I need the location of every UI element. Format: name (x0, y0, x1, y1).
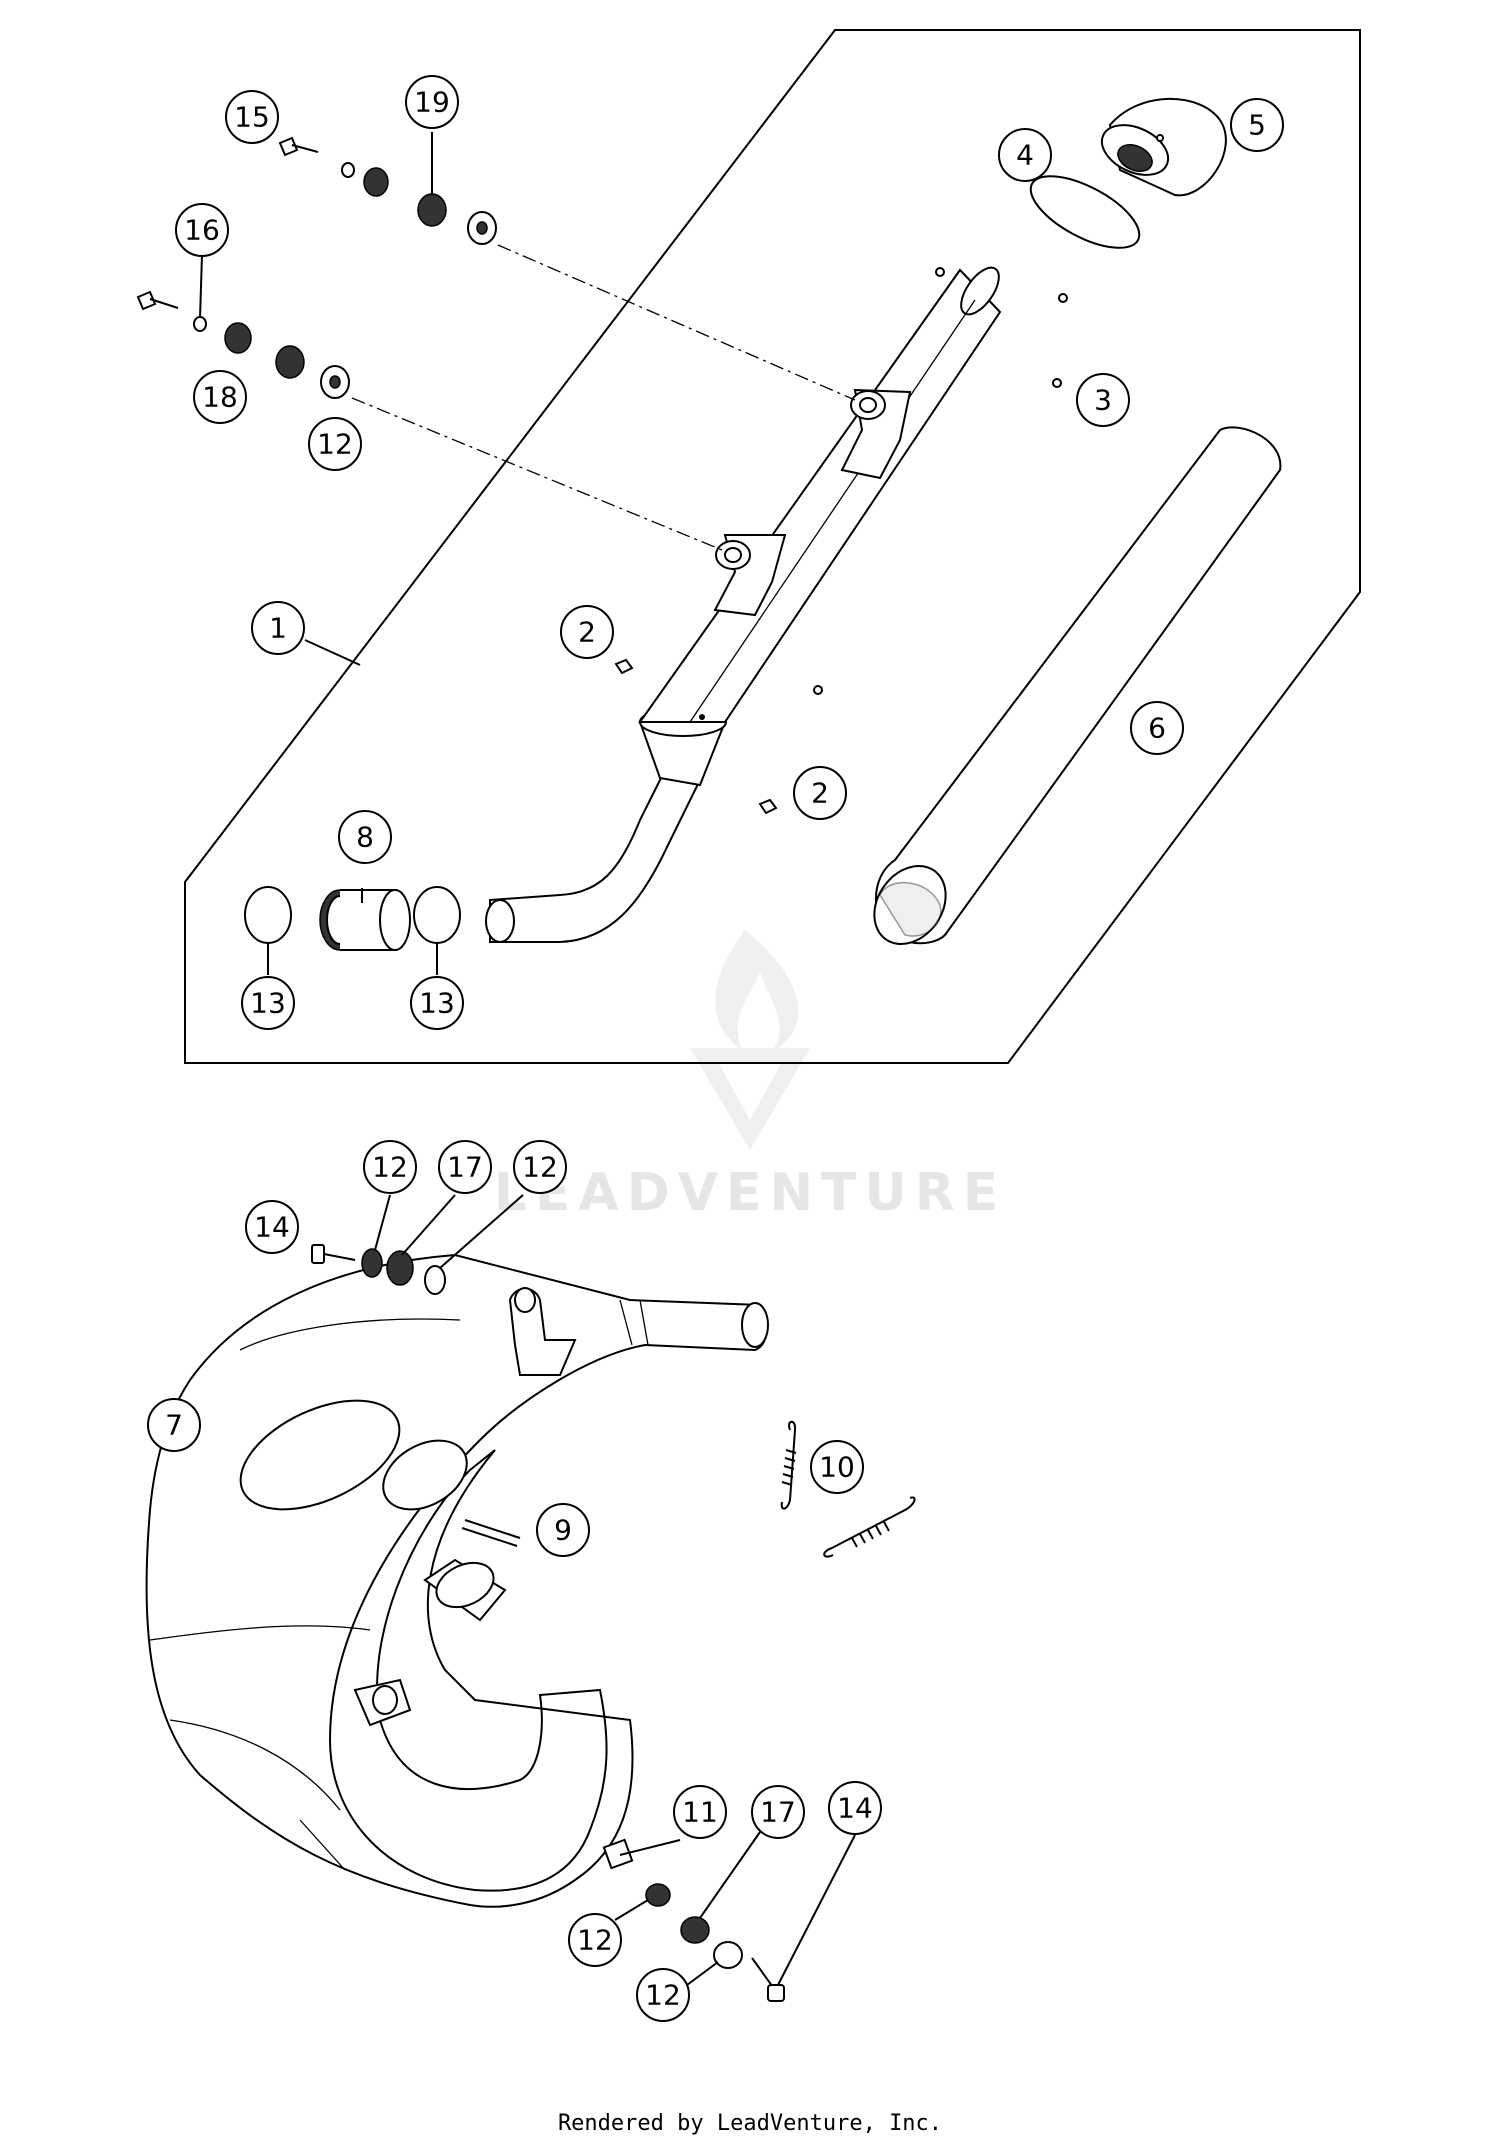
leader-lines (199, 132, 856, 1986)
svg-text:11: 11 (682, 1796, 718, 1829)
svg-text:12: 12 (317, 428, 353, 461)
washer-part-12-b (424, 1265, 446, 1295)
washer-part-16 (193, 316, 207, 332)
screw-part-2 (614, 658, 778, 815)
washer-part-12-c (645, 1883, 671, 1907)
svg-text:17: 17 (447, 1151, 483, 1184)
svg-text:9: 9 (554, 1514, 572, 1547)
callout-12-mid-b: 12 (513, 1140, 567, 1194)
grommet-part-17-top (386, 1250, 414, 1286)
grommet-part-18 (224, 322, 252, 354)
svg-text:18: 18 (202, 381, 238, 414)
alignment-line-upper (497, 244, 856, 401)
callout-14-top: 14 (245, 1200, 299, 1254)
expansion-chamber-part-7 (145, 1253, 769, 1908)
grommet-part-19 (417, 193, 447, 227)
callout-13-right: 13 (410, 976, 464, 1030)
bolt-part-15 (278, 136, 319, 157)
callout-11: 11 (673, 1785, 727, 1839)
callout-2-lower: 2 (793, 766, 847, 820)
callout-12-bottom-a: 12 (568, 1913, 622, 1967)
svg-text:1: 1 (269, 612, 287, 645)
end-cap-part-5 (1100, 97, 1227, 197)
svg-text:5: 5 (1248, 109, 1266, 142)
svg-text:2: 2 (811, 777, 829, 810)
footer-credit: Rendered by LeadVenture, Inc. (558, 2111, 942, 2136)
callout-3: 3 (1076, 373, 1130, 427)
callout-4: 4 (998, 128, 1052, 182)
callout-1: 1 (251, 601, 305, 655)
callout-7: 7 (147, 1398, 201, 1452)
silencer-assembly (485, 266, 1068, 943)
svg-text:4: 4 (1016, 139, 1034, 172)
o-ring-part-4 (1029, 175, 1141, 249)
spring-part-9 (461, 1519, 521, 1547)
connector-sleeve-part-8 (319, 889, 411, 951)
svg-text:12: 12 (577, 1924, 613, 1957)
callout-2-upper: 2 (560, 605, 614, 659)
callout-8: 8 (338, 810, 392, 864)
callout-14-bottom: 14 (828, 1781, 882, 1835)
callout-19: 19 (405, 75, 459, 129)
alignment-line-lower (351, 397, 723, 551)
svg-text:8: 8 (356, 821, 374, 854)
callout-17-top: 17 (438, 1140, 492, 1194)
callout-12-mid-a: 12 (363, 1140, 417, 1194)
callout-17-bottom: 17 (751, 1785, 805, 1839)
svg-text:12: 12 (372, 1151, 408, 1184)
spring-part-10-b (823, 1496, 916, 1558)
watermark-text: LEADVENTURE (494, 1163, 1007, 1223)
svg-text:7: 7 (165, 1409, 183, 1442)
seal-ring-part-13-left (244, 886, 292, 944)
callout-5: 5 (1230, 98, 1284, 152)
grommet-part-18b (275, 345, 305, 379)
seal-ring-part-13-right (413, 886, 461, 944)
svg-text:10: 10 (819, 1451, 855, 1484)
svg-text:14: 14 (837, 1792, 873, 1825)
washer-part-12-a (361, 1248, 383, 1278)
bolt-part-14-bottom (751, 1957, 785, 2002)
svg-text:16: 16 (184, 214, 220, 247)
assembly-outline (184, 29, 1361, 1064)
nut-part-11 (602, 1838, 634, 1870)
callout-16: 16 (175, 203, 229, 257)
svg-text:3: 3 (1094, 384, 1112, 417)
callout-6: 6 (1130, 701, 1184, 755)
callout-15: 15 (225, 90, 279, 144)
callout-12-top: 12 (308, 417, 362, 471)
svg-text:13: 13 (250, 987, 286, 1020)
callout-18: 18 (193, 370, 247, 424)
callout-10: 10 (810, 1440, 864, 1494)
svg-text:15: 15 (234, 101, 270, 134)
svg-text:17: 17 (760, 1796, 796, 1829)
svg-text:6: 6 (1148, 712, 1166, 745)
bolt-part-14-top (311, 1244, 356, 1264)
watermark-logo (690, 930, 810, 1150)
washer-part-15 (341, 162, 355, 178)
callout-12-bottom-b: 12 (636, 1968, 690, 2022)
svg-text:13: 13 (419, 987, 455, 1020)
svg-text:12: 12 (522, 1151, 558, 1184)
washer-part-12-d (713, 1941, 743, 1969)
grommet-part-17-bottom (680, 1916, 710, 1944)
callout-13-left: 13 (241, 976, 295, 1030)
spring-part-10-a (780, 1420, 797, 1510)
svg-text:19: 19 (414, 86, 450, 119)
bolt-part-16 (136, 290, 179, 311)
callout-9: 9 (536, 1503, 590, 1557)
svg-text:12: 12 (645, 1979, 681, 2012)
packing-sleeve-part-6 (873, 426, 1282, 945)
grommet-part-15 (363, 167, 389, 197)
svg-text:2: 2 (578, 616, 596, 649)
svg-text:14: 14 (254, 1211, 290, 1244)
